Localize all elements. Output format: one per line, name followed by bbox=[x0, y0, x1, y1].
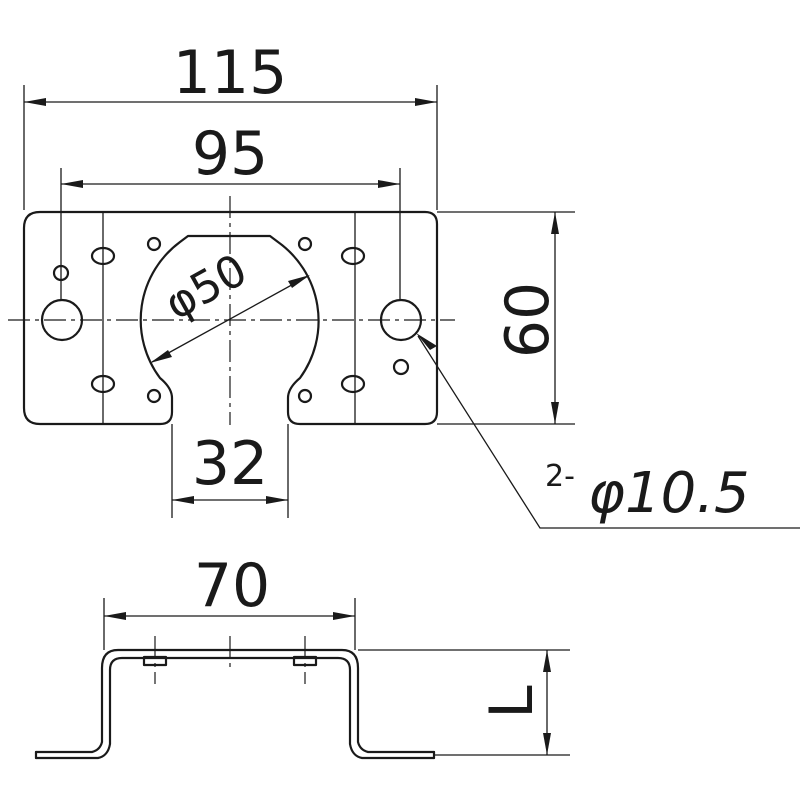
dimension-label-70: 70 bbox=[194, 551, 270, 621]
dimension-label-diameter-50: φ50 bbox=[156, 244, 255, 330]
arrowhead bbox=[104, 612, 126, 620]
arrowhead bbox=[24, 98, 46, 106]
arrowhead bbox=[551, 212, 559, 234]
dimension-label-115: 115 bbox=[173, 38, 288, 108]
arrowhead bbox=[150, 350, 172, 363]
mounting-hole-left bbox=[40, 298, 84, 342]
slot-hole bbox=[340, 246, 366, 266]
small-hole bbox=[146, 388, 162, 404]
small-hole bbox=[146, 236, 162, 252]
arrowhead bbox=[416, 333, 437, 350]
arrowhead bbox=[288, 275, 310, 288]
arrowhead bbox=[415, 98, 437, 106]
arrowhead bbox=[172, 496, 194, 504]
dimension-label-95: 95 bbox=[192, 119, 268, 189]
arrowhead bbox=[61, 180, 83, 188]
bracket-profile-outer bbox=[34, 648, 436, 754]
side-view: 70 L bbox=[34, 551, 570, 760]
dimension-label-60: 60 bbox=[493, 282, 563, 358]
arrowhead bbox=[543, 650, 551, 672]
bracket-profile-inner bbox=[34, 656, 436, 760]
hole-diameter-label: φ10.5 bbox=[588, 461, 750, 526]
top-view: 115 95 60 φ50 32 2- φ10.5 bbox=[8, 38, 800, 529]
arrowhead bbox=[378, 180, 400, 188]
slot-hole bbox=[90, 246, 116, 266]
leader-line bbox=[417, 335, 800, 529]
arrowhead bbox=[266, 496, 288, 504]
dimension-line-diameter-50 bbox=[151, 275, 309, 363]
mounting-hole-right bbox=[379, 298, 423, 342]
slot-hole bbox=[340, 374, 366, 394]
slot-hole bbox=[90, 374, 116, 394]
small-hole bbox=[392, 358, 410, 376]
small-hole bbox=[297, 236, 313, 252]
arrowhead bbox=[551, 402, 559, 424]
dimension-label-32: 32 bbox=[192, 429, 268, 499]
dimension-label-L: L bbox=[477, 685, 547, 719]
arrowhead bbox=[543, 733, 551, 755]
arrowhead bbox=[333, 612, 355, 620]
small-hole bbox=[297, 388, 313, 404]
plate-outline bbox=[22, 210, 439, 426]
hole-count-label: 2- bbox=[545, 459, 575, 494]
